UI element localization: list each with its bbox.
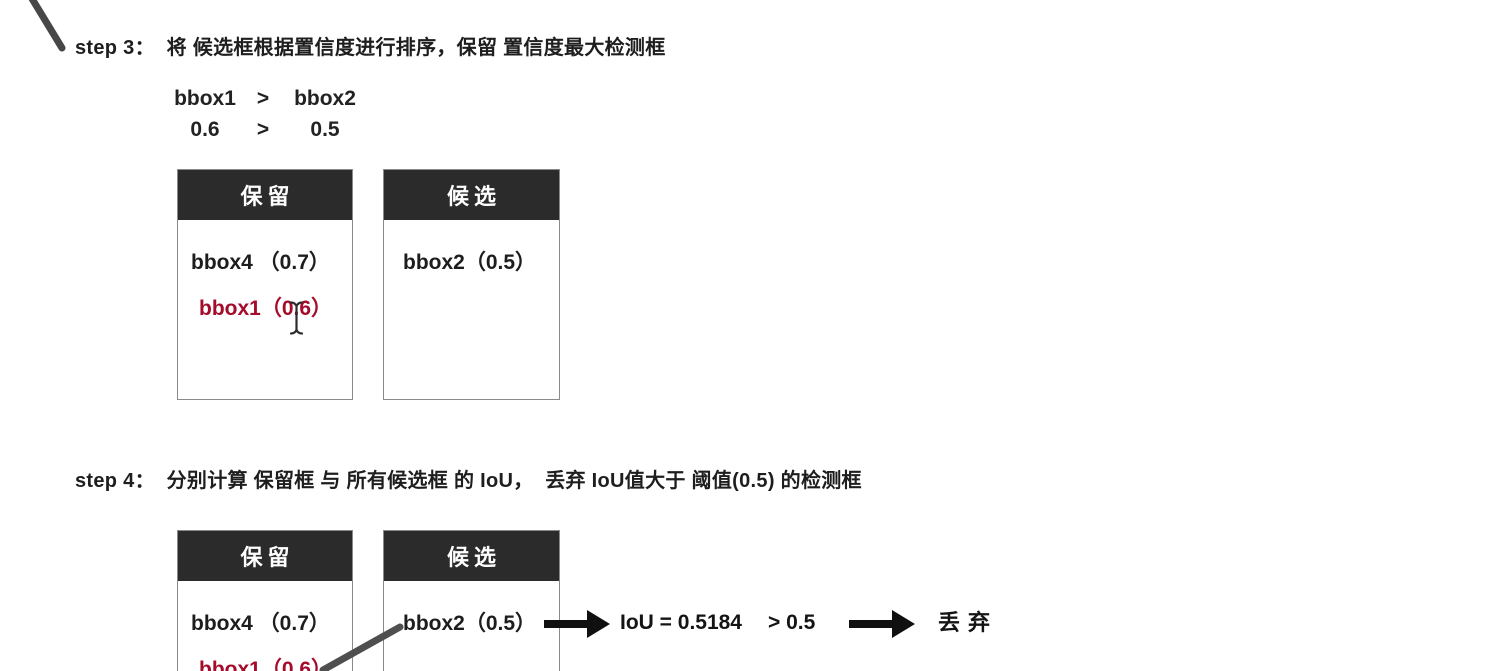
step4-candidate-box: 候选 bbox2（0.5） bbox=[383, 530, 560, 671]
step3-keep-box-header: 保留 bbox=[178, 170, 352, 220]
step4-candidate-box-body: bbox2（0.5） bbox=[384, 581, 559, 636]
comparison-bbox1: bbox1 bbox=[174, 87, 236, 110]
step3-candidate-box-header: 候选 bbox=[384, 170, 559, 220]
comparison-operator-2: > bbox=[256, 118, 270, 141]
step4-keep-item-bbox4: bbox4 （0.7） bbox=[191, 612, 330, 635]
comparison-score-2: 0.5 bbox=[310, 118, 340, 141]
iou-threshold-compare: > 0.5 bbox=[768, 611, 816, 634]
step4-keep-box-header: 保留 bbox=[178, 531, 352, 581]
iou-value: IoU = 0.5184 bbox=[620, 611, 742, 634]
comparison-score-1: 0.6 bbox=[190, 118, 220, 141]
comparison-operator-1: > bbox=[256, 87, 270, 110]
step4-keep-item-bbox1: bbox1（0.6） bbox=[199, 658, 333, 671]
step4-candidate-box-header: 候选 bbox=[384, 531, 559, 581]
step4-candidate-item-bbox2: bbox2（0.5） bbox=[403, 612, 537, 635]
arrow-right-icon bbox=[849, 610, 915, 638]
step3-candidate-box: 候选 bbox2（0.5） bbox=[383, 169, 560, 400]
step4-keep-box-body: bbox4 （0.7） bbox1（0.6） bbox=[178, 581, 352, 671]
confidence-comparison: bbox1 > bbox2 0.6 > 0.5 bbox=[170, 87, 364, 141]
step3-keep-box: 保留 bbox4 （0.7） bbox1（0.6） bbox=[177, 169, 353, 400]
decision-label: 丢弃 bbox=[938, 610, 999, 635]
step3-candidate-box-body: bbox2（0.5） bbox=[384, 220, 559, 275]
step4-title: step 4： 分别计算 保留框 与 所有候选框 的 IoU， 丢弃 IoU值大… bbox=[75, 470, 862, 492]
iou-result-line: IoU = 0.5184 > 0.5 bbox=[620, 610, 815, 636]
step4-keep-box: 保留 bbox4 （0.7） bbox1（0.6） bbox=[177, 530, 353, 671]
step3-keep-box-body: bbox4 （0.7） bbox1（0.6） bbox=[178, 220, 352, 321]
step3-candidate-item-bbox2: bbox2（0.5） bbox=[403, 251, 537, 274]
step3-keep-item-bbox4: bbox4 （0.7） bbox=[191, 251, 330, 274]
step3-title: step 3： 将 候选框根据置信度进行排序，保留 置信度最大检测框 bbox=[75, 37, 666, 59]
comparison-bbox2: bbox2 bbox=[294, 87, 356, 110]
step3-keep-item-bbox1: bbox1（0.6） bbox=[199, 297, 333, 320]
